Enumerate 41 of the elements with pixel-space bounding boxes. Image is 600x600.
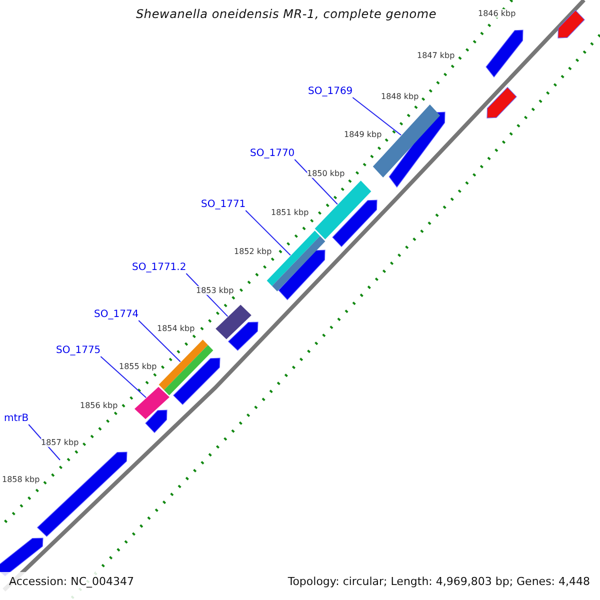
feature-bar [314,180,372,240]
leader-line [100,356,147,398]
tick-label: 1852 kbp [234,247,272,256]
tick-label: 1850 kbp [307,169,345,178]
gene-label: mtrB [4,413,29,424]
gene-label: SO_1770 [250,148,295,160]
tick-label: 1848 kbp [381,92,419,102]
gene-bar [558,10,585,38]
leader-line [245,210,291,256]
gene-bar [278,250,326,300]
tick-label: 1854 kbp [157,324,195,334]
tick-label: 1847 kbp [417,51,455,60]
gene-label: SO_1769 [308,86,353,98]
tick-label: 1853 kbp [196,286,234,296]
tick-label: 1856 kbp [80,401,118,410]
gene-bar [486,30,524,78]
tick-label: 1855 kbp [119,362,157,372]
gene-bar [332,200,378,248]
feature-bar [216,304,252,340]
map-title: Shewanella oneidensis MR-1, complete genome [136,8,437,22]
feature-bar [134,386,170,420]
gene-bar [228,322,258,351]
gene-bar [388,112,446,188]
gene-label: SO_1774 [94,309,139,320]
tick-label: 1849 kbp [344,130,382,140]
tick-label: 1851 kbp [271,208,309,218]
feature-bar [158,340,214,396]
accession-text: Accession: NC_004347 [9,576,134,589]
gene-bar [172,358,220,406]
gene-bar [486,86,517,118]
leader-line [294,159,338,205]
gene-label: SO_1771.2 [132,262,186,274]
tick-label: 1857 kbp [41,438,79,448]
gene-bar [145,410,168,434]
genome-summary-text: Topology: circular; Length: 4,969,803 bp; Genes: 4,448 [288,576,590,589]
tick-label: 1858 kbp [2,475,40,484]
gene-label: SO_1775 [56,345,101,356]
leader-line [352,97,402,136]
tick-label: 1846 kbp [478,9,516,18]
gene-label: SO_1771 [201,199,246,210]
leader-line [138,320,181,362]
